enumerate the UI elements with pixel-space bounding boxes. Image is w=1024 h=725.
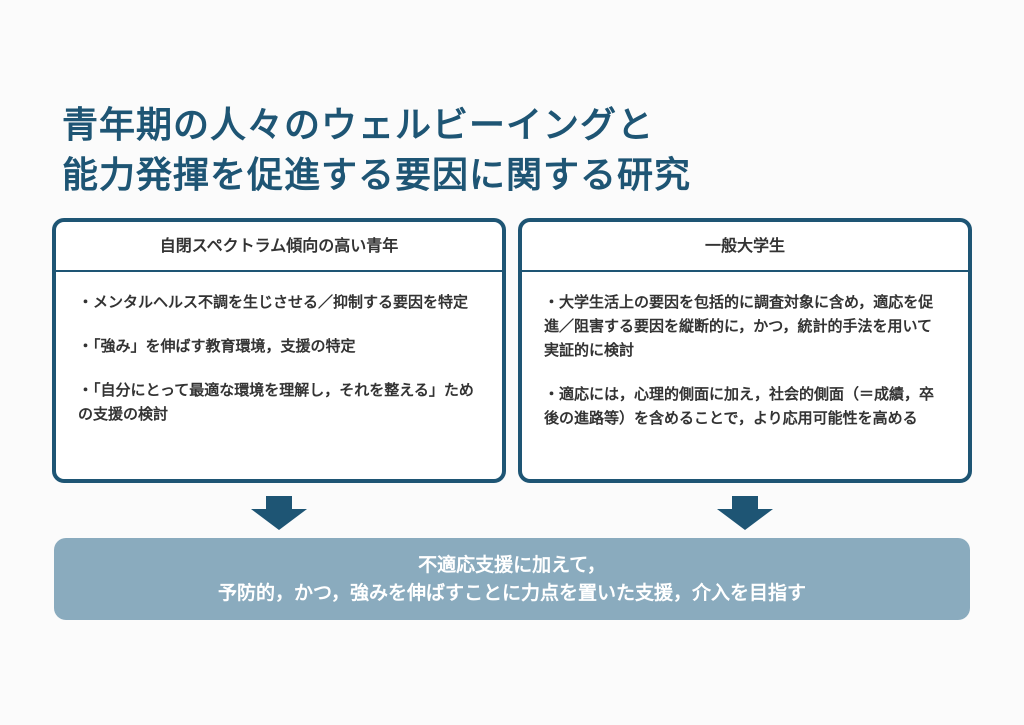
- autism-spectrum-box-body: ・メンタルヘルス不調を生じさせる／抑制する要因を特定 ・「強み」を伸ばす教育環境…: [56, 272, 502, 426]
- bullet-item: ・「強み」を伸ばす教育環境，支援の特定: [78, 337, 356, 355]
- autism-spectrum-box: 自閉スペクトラム傾向の高い青年 ・メンタルヘルス不調を生じさせる／抑制する要因を…: [52, 218, 506, 483]
- goal-banner-line-1: 不適応支援に加えて，: [418, 554, 606, 576]
- bullet-item: ・「自分にとって最適な環境を理解し，それを整える」ための支援の検討: [78, 381, 474, 423]
- down-arrow-icon: [717, 496, 773, 530]
- down-arrow-icon: [251, 496, 307, 530]
- bullet-item: ・適応には，心理的側面に加え，社会的側面（＝成績，卒後の進路等）を含めることで，…: [544, 385, 935, 427]
- bullet-item: ・大学生活上の要因を包括的に調査対象に含め，適応を促進／阻害する要因を縦断的に，…: [544, 293, 934, 359]
- university-students-box-body: ・大学生活上の要因を包括的に調査対象に含め，適応を促進／阻害する要因を縦断的に，…: [522, 272, 968, 430]
- page-title-line-2: 能力発揮を促進する要因に関する研究: [62, 155, 692, 196]
- goal-banner: 不適応支援に加えて， 予防的，かつ，強みを伸ばすことに力点を置いた支援，介入を目…: [54, 538, 970, 620]
- page-title: 青年期の人々のウェルビーイングと 能力発揮を促進する要因に関する研究: [62, 101, 962, 201]
- autism-spectrum-box-header: 自閉スペクトラム傾向の高い青年: [56, 222, 502, 272]
- goal-banner-line-2: 予防的，かつ，強みを伸ばすことに力点を置いた支援，介入を目指す: [217, 582, 807, 604]
- page-title-line-1: 青年期の人々のウェルビーイングと: [62, 105, 655, 146]
- university-students-box-header: 一般大学生: [522, 222, 968, 272]
- bullet-item: ・メンタルヘルス不調を生じさせる／抑制する要因を特定: [78, 293, 469, 311]
- university-students-box: 一般大学生 ・大学生活上の要因を包括的に調査対象に含め，適応を促進／阻害する要因…: [518, 218, 972, 483]
